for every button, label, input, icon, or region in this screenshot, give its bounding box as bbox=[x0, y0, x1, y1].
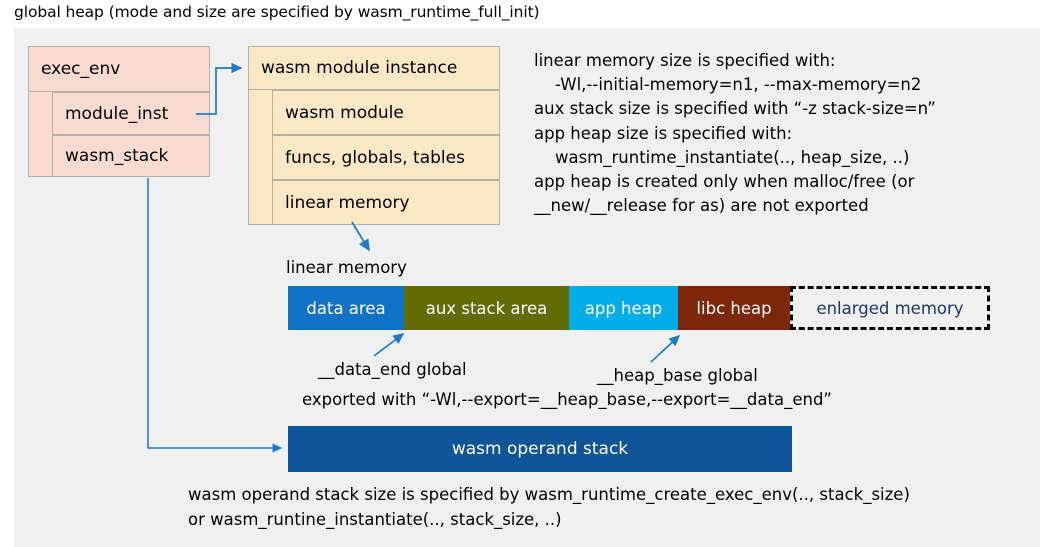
memory-segment-data-area-label: data area bbox=[306, 298, 386, 318]
memory-segment-aux-stack-area: aux stack area bbox=[404, 286, 569, 330]
linear-memory-row-label: linear memory bbox=[285, 192, 410, 213]
annotation-heap-base: __heap_base global bbox=[597, 366, 758, 385]
wasm-module-label: wasm module bbox=[285, 102, 404, 123]
exec-env-field-module-inst: module_inst bbox=[52, 92, 210, 135]
module-instance-header: wasm module instance bbox=[248, 46, 500, 90]
memory-segment-app-heap-label: app heap bbox=[584, 298, 663, 318]
module-instance-header-label: wasm module instance bbox=[261, 58, 458, 78]
memory-segment-data-area: data area bbox=[288, 286, 404, 330]
memory-segment-enlarged-memory: enlarged memory bbox=[790, 286, 990, 330]
annotation-export-line: exported with “-Wl,--export=__heap_base,… bbox=[302, 390, 832, 409]
wasm-operand-stack-box: wasm operand stack bbox=[288, 426, 792, 472]
module-instance-row-wasm-module: wasm module bbox=[272, 90, 500, 135]
linear-memory-info-text: linear memory size is specified with: -W… bbox=[534, 51, 936, 216]
memory-segment-aux-stack-area-label: aux stack area bbox=[425, 298, 548, 318]
wasm-operand-stack-label: wasm operand stack bbox=[451, 439, 629, 459]
exec-env-header: exec_env bbox=[28, 46, 210, 92]
wasm-stack-label: wasm_stack bbox=[65, 146, 169, 166]
module-instance-row-linear-memory: linear memory bbox=[272, 180, 500, 225]
module-inst-label: module_inst bbox=[65, 103, 169, 124]
linear-memory-bar: data area aux stack area app heap libc h… bbox=[288, 286, 990, 330]
memory-segment-libc-heap: libc heap bbox=[678, 286, 790, 330]
operand-stack-note: wasm operand stack size is specified by … bbox=[188, 485, 910, 529]
funcs-globals-tables-label: funcs, globals, tables bbox=[285, 147, 465, 168]
memory-segment-enlarged-memory-label: enlarged memory bbox=[816, 298, 964, 318]
exec-env-field-wasm-stack: wasm_stack bbox=[52, 135, 210, 177]
linear-memory-caption: linear memory bbox=[286, 258, 407, 277]
exec-env-header-label: exec_env bbox=[41, 59, 121, 79]
module-instance-row-funcs-globals-tables: funcs, globals, tables bbox=[272, 135, 500, 180]
memory-segment-app-heap: app heap bbox=[569, 286, 678, 330]
memory-segment-libc-heap-label: libc heap bbox=[696, 298, 772, 318]
page-title: global heap (mode and size are specified… bbox=[14, 3, 540, 21]
annotation-data-end: __data_end global bbox=[318, 360, 467, 379]
